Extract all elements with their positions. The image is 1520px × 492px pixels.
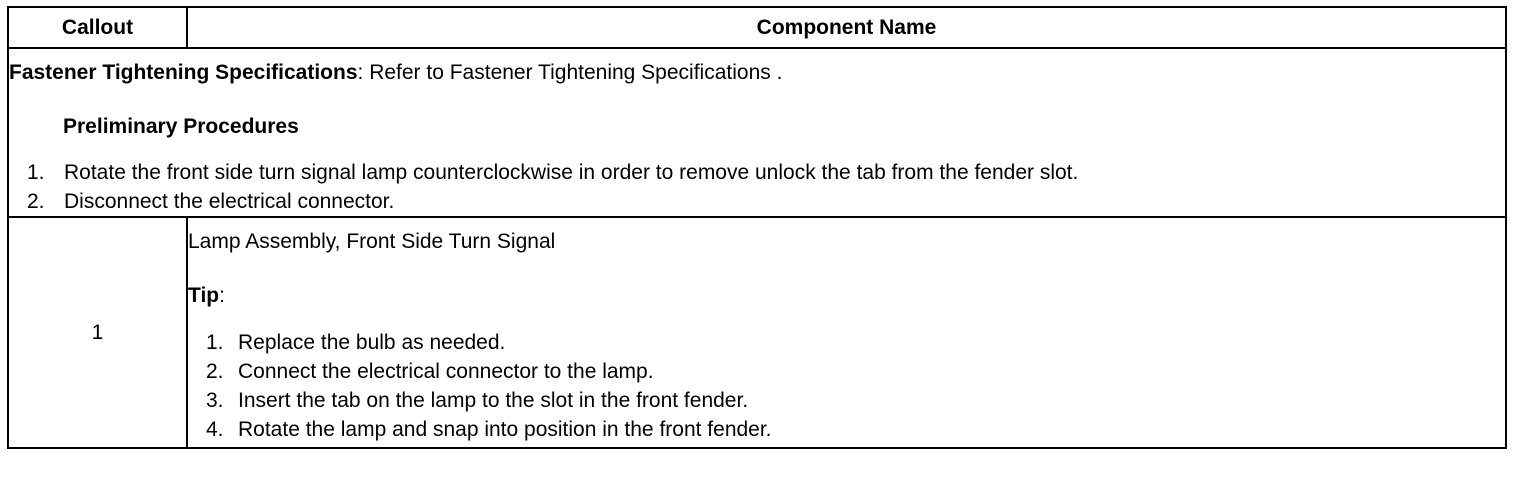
tip-separator: : <box>219 284 225 307</box>
component-name: Lamp Assembly, Front Side Turn Signal <box>188 230 556 253</box>
fastener-spec-separator: : <box>357 61 364 84</box>
component-table: Callout Component Name Fastener Tighteni… <box>7 6 1507 449</box>
tip-step-text: Replace the bulb as needed. <box>238 331 506 354</box>
tip-step-number: 2. <box>206 360 224 383</box>
tip-step-number: 3. <box>206 389 224 412</box>
tip-label: Tip <box>188 284 220 307</box>
callout-number: 1 <box>7 216 188 449</box>
spec-row: Fastener Tightening Specifications: Refe… <box>7 47 1507 218</box>
tip-step-text: Rotate the lamp and snap into position i… <box>238 418 772 441</box>
callout-header: Callout <box>7 6 188 49</box>
tip-step: 3. Insert the tab on the lamp to the slo… <box>188 386 1505 415</box>
step-number: 2. <box>27 190 45 213</box>
tip-step-number: 1. <box>206 331 224 354</box>
component-name-header: Component Name <box>186 6 1507 49</box>
table-row: 1 Lamp Assembly, Front Side Turn Signal … <box>7 216 1507 449</box>
component-cell: Lamp Assembly, Front Side Turn Signal Ti… <box>186 216 1507 449</box>
tip-step: 4. Rotate the lamp and snap into positio… <box>188 415 1505 444</box>
spec-cell: Fastener Tightening Specifications: Refe… <box>7 47 1507 218</box>
step-number: 1. <box>27 161 45 184</box>
step-text: Rotate the front side turn signal lamp c… <box>64 161 1079 184</box>
preliminary-step: 2. Disconnect the electrical connector. <box>9 187 1505 216</box>
preliminary-steps-list: 1. Rotate the front side turn signal lam… <box>9 158 1505 216</box>
tip-step: 1. Replace the bulb as needed. <box>188 328 1505 357</box>
tip-step-text: Insert the tab on the lamp to the slot i… <box>238 389 749 412</box>
tip-step-text: Connect the electrical connector to the … <box>238 360 654 383</box>
step-text: Disconnect the electrical connector. <box>64 190 395 213</box>
tip-step-number: 4. <box>206 418 224 441</box>
preliminary-step: 1. Rotate the front side turn signal lam… <box>9 158 1505 187</box>
header-row: Callout Component Name <box>7 6 1507 49</box>
tip-step: 2. Connect the electrical connector to t… <box>188 357 1505 386</box>
fastener-spec-label: Fastener Tightening Specifications <box>9 61 358 84</box>
fastener-spec-line: Fastener Tightening Specifications: Refe… <box>9 59 1505 87</box>
tip-steps-list: 1. Replace the bulb as needed. 2. Connec… <box>188 328 1505 444</box>
fastener-spec-text: Refer to Fastener Tightening Specificati… <box>363 61 783 84</box>
tip-label-line: Tip: <box>188 282 1505 310</box>
preliminary-procedures-heading: Preliminary Procedures <box>63 115 299 138</box>
